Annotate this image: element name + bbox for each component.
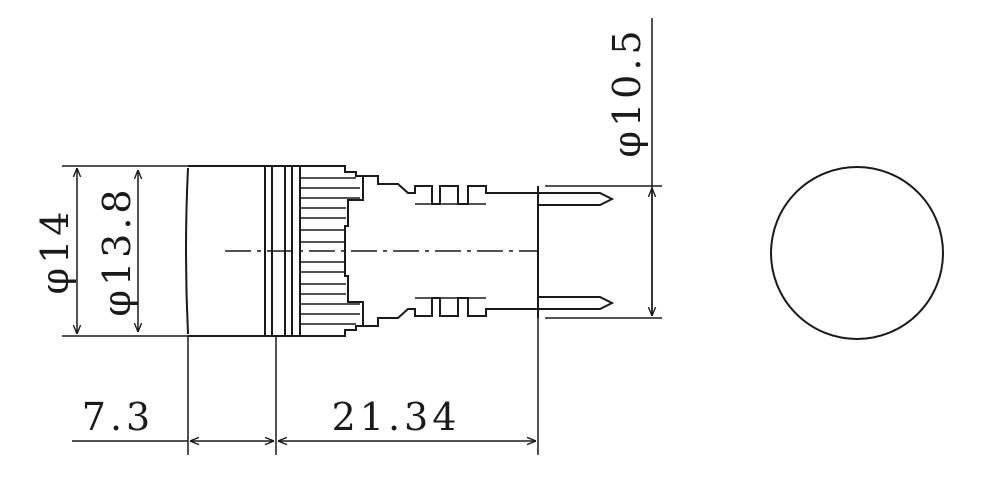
dim-label-dia-10-5: φ10.5	[605, 26, 649, 157]
dimension-len-7-3: 7.3	[72, 336, 277, 455]
terminal-pins	[538, 192, 615, 310]
dim-label-dia-14: φ14	[33, 208, 77, 295]
front-view-circle	[770, 166, 944, 340]
threaded-body	[363, 175, 539, 327]
dim-label-len-7-3: 7.3	[82, 395, 154, 439]
dim-label-len-21-34: 21.34	[332, 395, 461, 439]
dimension-dia-13-8: φ13.8	[95, 170, 139, 332]
dimension-dia-14: φ14	[33, 165, 188, 337]
dimension-dia-10-5: φ10.5	[545, 18, 662, 319]
lens-cap	[185, 165, 266, 337]
dimension-len-21-34: 21.34	[278, 318, 539, 455]
dim-label-dia-13-8: φ13.8	[95, 185, 139, 316]
